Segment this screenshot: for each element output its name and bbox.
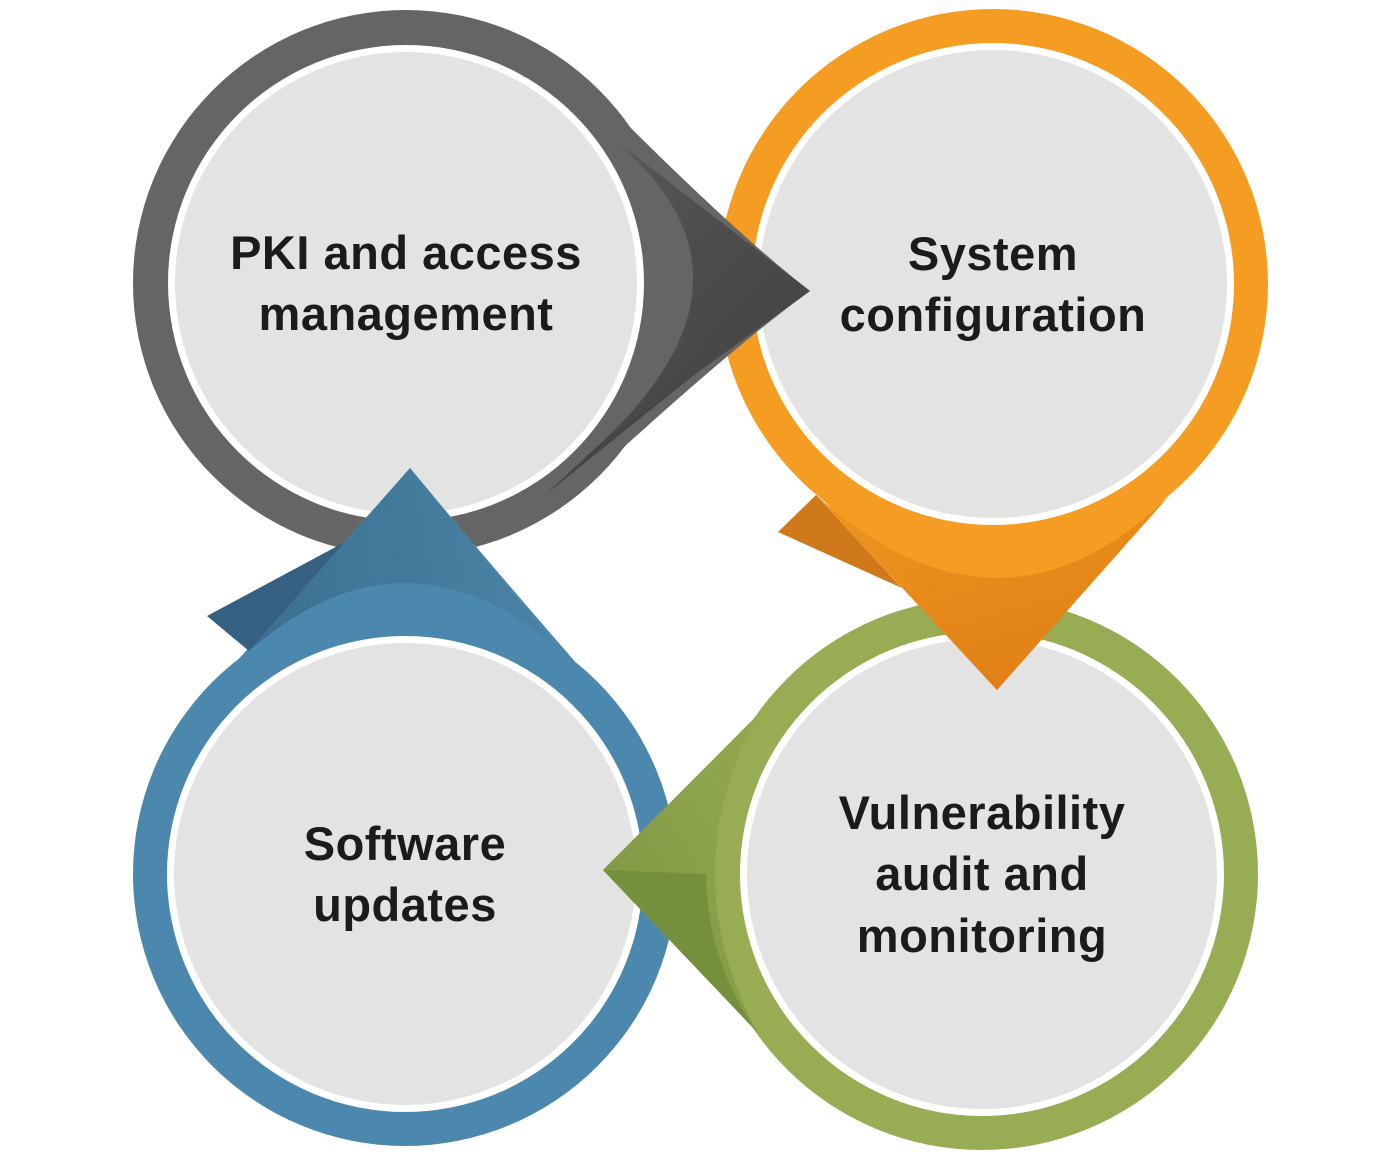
arrow-right-shadow (545, 362, 710, 495)
arrow-left-shadow (603, 870, 757, 1032)
pki-inner-fill (175, 52, 637, 514)
label-line: management (258, 287, 554, 340)
node-circle-vulnerability (706, 598, 1258, 1150)
label-line: PKI and access (230, 225, 582, 279)
label-line: monitoring (856, 908, 1108, 962)
arrow-right-icon (602, 138, 810, 442)
arrow-software-to-pki (206, 468, 604, 695)
node-circle-pki (133, 10, 679, 556)
node-label-pki-and-access-management: PKI and access management (166, 113, 646, 453)
arrow-down-icon (816, 495, 1170, 690)
label-line: System (907, 226, 1079, 280)
arrow-up-icon (249, 468, 561, 651)
arrow-right-bridge (575, 86, 810, 492)
label-line: audit and (875, 847, 1089, 901)
node-label-vulnerability-audit-monitoring: Vulnerability audit and monitoring (742, 704, 1222, 1044)
node-label-system-configuration: System configuration (753, 114, 1233, 454)
node-label-software-updates: Software updates (165, 704, 645, 1044)
node-circle-software-updates (133, 602, 677, 1146)
arrow-down-shadow (778, 495, 902, 588)
software-inner-fill (174, 643, 636, 1105)
arrow-pki-to-system (545, 86, 810, 495)
label-line: Software (303, 816, 507, 870)
vulnerability-inner-fill (747, 639, 1217, 1109)
system-inner-fill (759, 50, 1227, 518)
arrow-down-bridge (779, 451, 1207, 690)
arrow-vulnerability-to-software (603, 672, 800, 1076)
label-line: updates (313, 878, 497, 931)
arrow-up-shadow (207, 542, 345, 651)
node-circle-system-configuration (718, 9, 1268, 559)
arrow-system-to-vulnerability (778, 451, 1207, 690)
label-line: Vulnerability (838, 786, 1126, 840)
label-line: configuration (839, 288, 1147, 341)
